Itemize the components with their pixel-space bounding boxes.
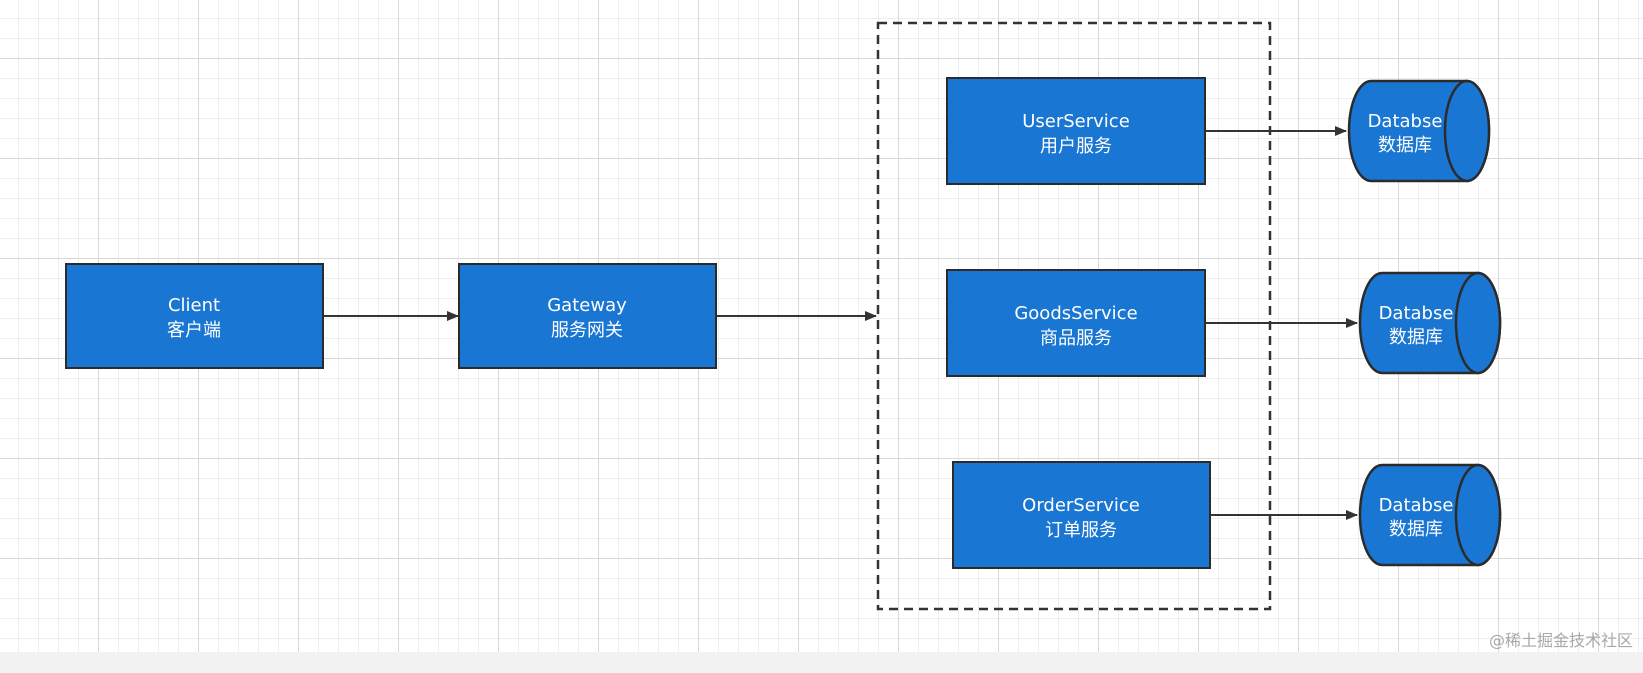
gateway-node[interactable]: Gateway 服务网关 bbox=[458, 263, 717, 369]
database-user-subtitle: 数据库 bbox=[1378, 135, 1432, 156]
client-subtitle: 客户端 bbox=[167, 320, 221, 341]
database-user-end-cap bbox=[1443, 79, 1491, 183]
database-order-end-cap bbox=[1454, 463, 1502, 567]
gateway-subtitle: 服务网关 bbox=[551, 320, 623, 341]
goodsservice-subtitle: 商品服务 bbox=[1040, 328, 1112, 349]
database-goods-end-cap bbox=[1454, 271, 1502, 375]
watermark: @稀土掘金技术社区 bbox=[1488, 631, 1633, 650]
userservice-node[interactable]: UserService 用户服务 bbox=[946, 77, 1206, 185]
database-order-subtitle: 数据库 bbox=[1389, 519, 1443, 540]
orderservice-node[interactable]: OrderService 订单服务 bbox=[952, 461, 1211, 569]
goodsservice-node[interactable]: GoodsService 商品服务 bbox=[946, 269, 1206, 377]
userservice-subtitle: 用户服务 bbox=[1040, 136, 1112, 157]
services-group[interactable] bbox=[876, 21, 1272, 611]
client-node[interactable]: Client 客户端 bbox=[65, 263, 324, 369]
database-order-title: Databse bbox=[1379, 495, 1454, 516]
database-order-node[interactable]: Databse 数据库 bbox=[1358, 463, 1502, 567]
gateway-title: Gateway bbox=[547, 295, 627, 316]
database-user-title: Databse bbox=[1368, 111, 1443, 132]
architecture-diagram: Client 客户端 Gateway 服务网关 UserService 用户服务… bbox=[65, 21, 1502, 611]
goodsservice-title: GoodsService bbox=[1014, 303, 1137, 324]
footer-bar bbox=[0, 652, 1643, 673]
client-title: Client bbox=[168, 295, 220, 316]
database-user-node[interactable]: Databse 数据库 bbox=[1347, 79, 1491, 183]
orderservice-title: OrderService bbox=[1022, 495, 1140, 516]
database-goods-title: Databse bbox=[1379, 303, 1454, 324]
database-goods-subtitle: 数据库 bbox=[1389, 327, 1443, 348]
database-goods-node[interactable]: Databse 数据库 bbox=[1358, 271, 1502, 375]
userservice-title: UserService bbox=[1022, 111, 1130, 132]
orderservice-subtitle: 订单服务 bbox=[1045, 520, 1117, 541]
